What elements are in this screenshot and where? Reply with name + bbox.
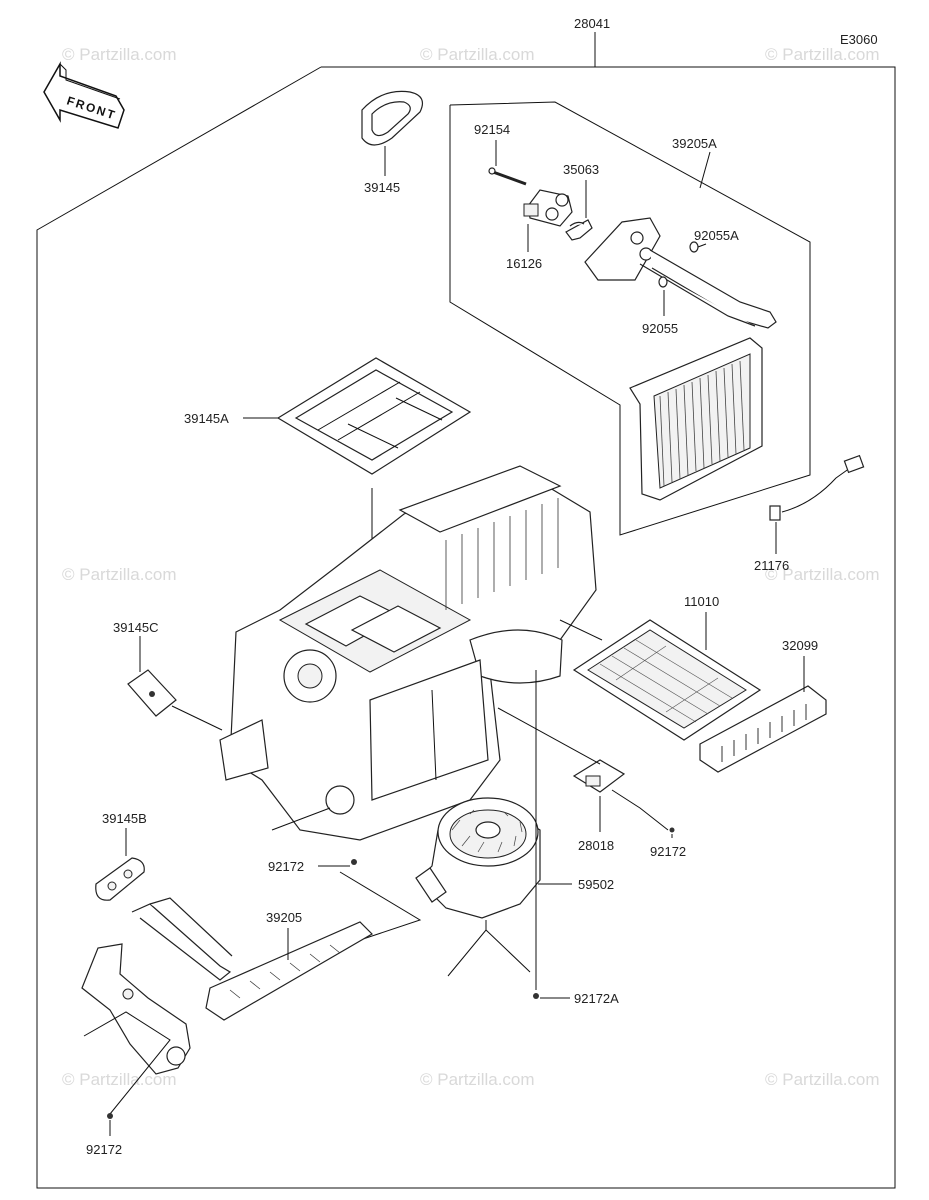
part-label-39145: 39145 <box>364 180 400 195</box>
part-label-35063: 35063 <box>563 162 599 177</box>
blower-resistor-part <box>572 759 626 793</box>
watermark: © Partzilla.com <box>765 45 880 64</box>
part-label-59502: 59502 <box>578 877 614 892</box>
o-ring-part <box>658 276 668 288</box>
air-filter-part <box>572 619 762 741</box>
screw-part <box>351 859 357 865</box>
part-label-39145B: 39145B <box>102 811 147 826</box>
duct-bracket-part <box>81 943 191 1075</box>
clip-part <box>565 219 593 241</box>
part-label-92172A: 92172A <box>574 991 619 1006</box>
watermark: © Partzilla.com <box>420 1070 535 1089</box>
gasket-frame-part <box>276 357 472 475</box>
hvac-housing-part <box>219 465 597 841</box>
foam-pad-part <box>127 669 177 717</box>
part-label-28018: 28018 <box>578 838 614 853</box>
evaporator-group-outline <box>449 101 811 536</box>
o-ring-part <box>689 241 699 253</box>
blower-motor-part <box>415 797 541 919</box>
part-label-32099: 32099 <box>782 638 818 653</box>
screw-part <box>669 827 675 833</box>
evaporator-core-part <box>629 337 763 501</box>
part-label-11010: 11010 <box>684 594 719 609</box>
part-label-39205A: 39205A <box>672 136 717 151</box>
part-label-16126: 16126 <box>506 256 542 271</box>
part-label-92154: 92154 <box>474 122 510 137</box>
assembly-outline <box>36 66 896 1189</box>
grille-part <box>699 685 827 773</box>
watermark: © Partzilla.com <box>62 565 177 584</box>
watermark: © Partzilla.com <box>765 1070 880 1089</box>
part-label-92172-bottom: 92172 <box>86 1142 122 1157</box>
part-label-92055: 92055 <box>642 321 678 336</box>
screw-part <box>107 1113 113 1119</box>
part-label-92055A: 92055A <box>694 228 739 243</box>
watermark: © Partzilla.com <box>62 45 177 64</box>
foam-seal-part <box>95 857 145 901</box>
heater-core-part <box>131 897 373 1021</box>
seal-ring-part <box>361 90 423 146</box>
part-label-39145A: 39145A <box>184 411 229 426</box>
expansion-valve-part <box>523 189 573 227</box>
pipe-plate-part <box>584 217 777 329</box>
watermarks: © Partzilla.com © Partzilla.com © Partzi… <box>62 45 880 1089</box>
part-label-92172-right: 92172 <box>650 844 686 859</box>
temperature-sensor-part <box>769 454 865 521</box>
watermark: © Partzilla.com <box>765 565 880 584</box>
diagram-code: E3060 <box>840 32 878 47</box>
part-label-92172-mid: 92172 <box>268 859 304 874</box>
watermark: © Partzilla.com <box>420 45 535 64</box>
part-label-21176: 21176 <box>754 558 789 573</box>
bolt-part <box>488 167 527 186</box>
part-label-39145C: 39145C <box>113 620 159 635</box>
screw-part <box>533 993 539 999</box>
watermark: © Partzilla.com <box>62 1070 177 1089</box>
part-label-39205: 39205 <box>266 910 302 925</box>
front-arrow-icon: FRONT <box>43 61 125 129</box>
part-label-28041: 28041 <box>574 16 610 31</box>
